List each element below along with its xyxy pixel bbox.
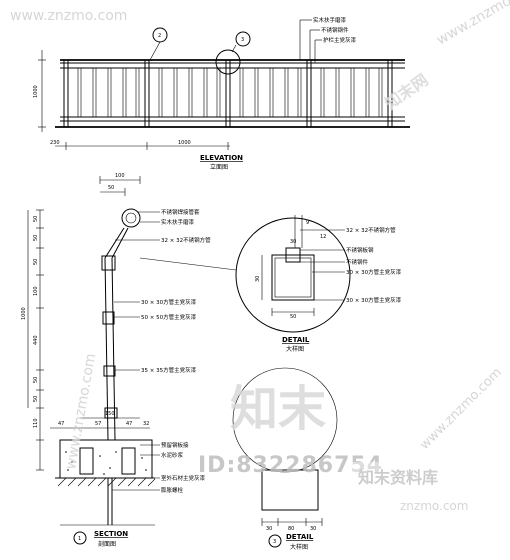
detail-a-title-cn: 大样图 — [286, 345, 304, 353]
detail-a-dim-angle: 9 — [306, 220, 309, 226]
section-left-dim-8: 110 — [33, 418, 39, 428]
section-view: 100 50 50 50 50 100 440 50 50 110 1000 — [21, 173, 211, 548]
elevation-note-3: 护栏主党灰漆 — [323, 36, 357, 44]
section-left-dim-6: 50 — [33, 377, 39, 383]
detail-a-view: 50 30 30 9 12 32 × 32不锈钢方管 不锈钢板钢 不锈钢件 30… — [139, 215, 402, 353]
detail-a-note-1: 32 × 32不锈钢方管 — [346, 226, 396, 234]
detail-b-title-en: DETAIL — [286, 533, 314, 541]
watermark-site-lower-right: www.znzmo.com — [417, 365, 505, 453]
watermark-layer: www.znzmo.com www.znzmo.com 知末网 www.znzm… — [10, 0, 510, 513]
watermark-site-top: www.znzmo.com — [10, 8, 127, 24]
section-note-8: 水泥砂浆 — [161, 451, 184, 459]
section-left-dim-3: 50 — [33, 259, 39, 265]
elevation-note-2: 不锈钢钢件 — [321, 26, 349, 34]
detail-b-view: 30 80 30 3 DETAIL 大样图 — [232, 367, 338, 551]
section-title-cn: 剖面图 — [98, 540, 116, 548]
detail-b-dim-3: 30 — [310, 526, 316, 532]
section-note-1: 不锈钢焊接管套 — [161, 208, 200, 216]
section-note-2: 实木扶手磨漆 — [161, 218, 195, 226]
detail-a-title-en: DETAIL — [282, 336, 310, 344]
watermark-footer-site: znzmo.com — [400, 499, 468, 513]
detail-b-dim-1: 30 — [266, 526, 272, 532]
section-top-dim-2: 50 — [108, 185, 114, 191]
detail-a-note-5: 30 × 30方管主党灰漆 — [346, 296, 402, 304]
section-top-dim-1: 100 — [115, 173, 125, 179]
section-bottom-dim-4: 47 — [126, 421, 132, 427]
section-note-7: 预留钢板接 — [161, 441, 189, 449]
section-callout: 1 — [78, 536, 81, 542]
section-note-6: 35 × 35方管主党灰漆 — [141, 366, 197, 374]
detail-a-dim-top: 30 — [290, 239, 296, 245]
section-left-dim-1: 50 — [33, 216, 39, 222]
section-note-4: 30 × 30方管主党灰漆 — [141, 298, 197, 306]
section-bottom-dim-1: 150 — [105, 411, 115, 417]
elevation-title-cn: 立面图 — [210, 163, 228, 171]
section-note-10: 膨胀螺栓 — [161, 486, 184, 494]
section-title-en: SECTION — [94, 530, 128, 538]
detail-a-dim-width: 50 — [290, 314, 296, 320]
section-bottom-dim-5: 32 — [143, 421, 149, 427]
section-left-dim-4: 100 — [33, 286, 39, 296]
section-bottom-dim-2: 47 — [58, 421, 64, 427]
section-left-dim-total: 1000 — [21, 307, 27, 320]
section-note-5: 50 × 50方管主党灰漆 — [141, 313, 197, 321]
section-bottom-dim-3: 57 — [95, 421, 101, 427]
watermark-brand-cn: 知末资料库 — [358, 468, 438, 487]
section-left-dim-7: 50 — [33, 396, 39, 402]
detail-a-dim-side: 12 — [320, 234, 326, 240]
watermark-site-right: www.znzmo.com — [434, 0, 510, 48]
detail-a-note-2: 不锈钢板钢 — [346, 246, 374, 254]
detail-b-dim-2: 80 — [288, 526, 294, 532]
watermark-brand-right: 知末网 — [381, 70, 431, 113]
detail-a-note-3: 不锈钢件 — [346, 258, 369, 266]
elevation-span-dim: 1000 — [178, 140, 191, 146]
elevation-offset-dim: 230 — [50, 140, 60, 146]
detail-b-callout: 3 — [273, 539, 276, 545]
detail-b-title-cn: 大样图 — [290, 543, 308, 551]
elevation-note-1: 实木扶手磨漆 — [313, 16, 347, 24]
section-note-3: 32 × 32不锈钢方管 — [161, 236, 211, 244]
section-left-dim-2: 50 — [33, 235, 39, 241]
elevation-title-en: ELEVATION — [200, 154, 243, 162]
watermark-site-left: www.znzmo.com — [63, 352, 99, 470]
elevation-view: 1000 230 1000 2 3 实木扶手磨漆 不锈钢钢件 护栏主党灰漆 EL… — [33, 16, 410, 171]
elevation-callout-3: 3 — [241, 37, 244, 43]
section-left-dim-5: 440 — [33, 335, 39, 345]
detail-a-note-4: 30 × 30方管主党灰漆 — [346, 268, 402, 276]
detail-a-dim-height: 30 — [255, 276, 261, 282]
watermark-big-cn: 知末 — [230, 381, 326, 437]
elevation-callout-2: 2 — [158, 33, 161, 39]
section-note-9: 室外石材主党灰漆 — [161, 474, 206, 482]
elevation-height-dim: 1000 — [33, 85, 39, 98]
watermark-id: ID:832286754 — [198, 453, 383, 478]
